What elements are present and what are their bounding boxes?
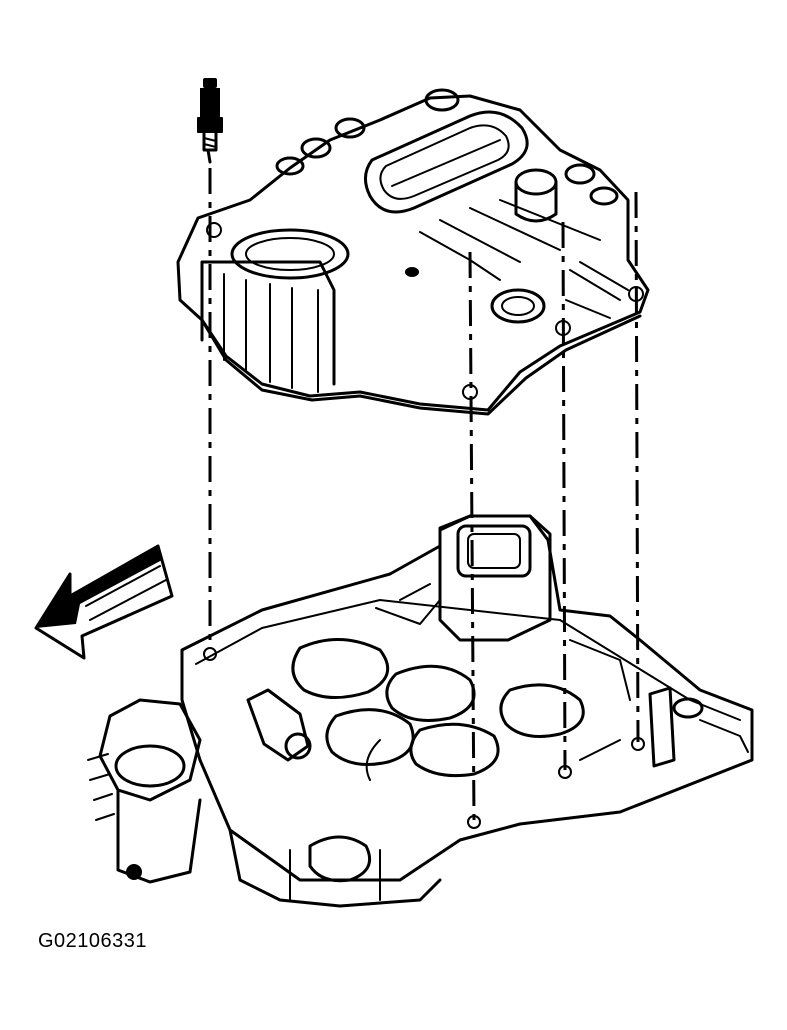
figure-id-label: G02106331	[38, 930, 148, 952]
bolt-icon	[197, 78, 223, 164]
front-direction-arrow-icon	[34, 544, 174, 660]
lower-intake-manifold	[87, 514, 754, 908]
alignment-guide-lines	[208, 168, 640, 821]
upper-intake-manifold	[176, 88, 650, 416]
